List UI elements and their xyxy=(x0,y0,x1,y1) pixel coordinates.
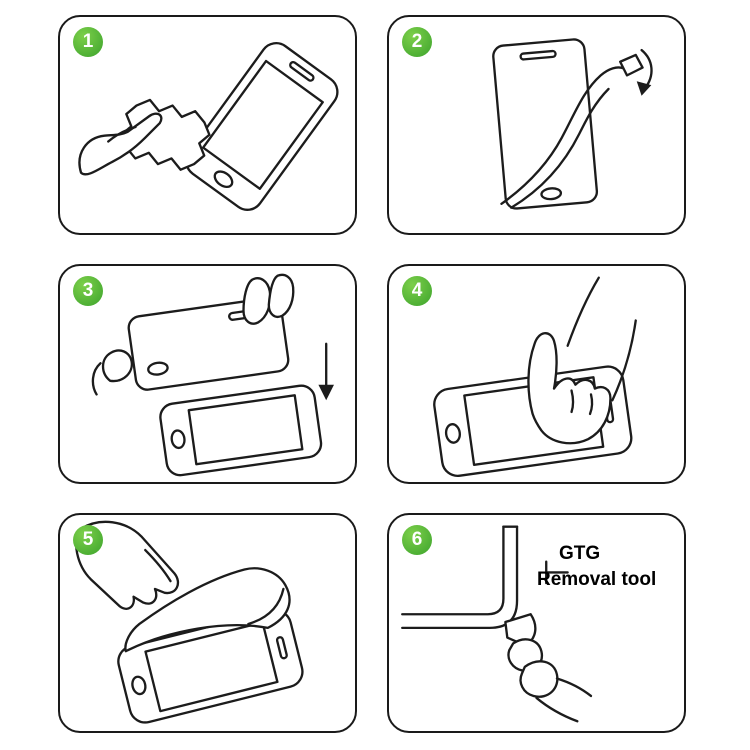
step-number-badge: 2 xyxy=(402,27,432,57)
step-number-badge: 5 xyxy=(73,525,103,555)
removal-tool-label-line1: GTG xyxy=(559,543,601,564)
step-number-badge: 3 xyxy=(73,276,103,306)
step-panel-4: 4 xyxy=(387,264,686,484)
press-screen-icon xyxy=(433,276,637,478)
step-panel-6: 6 GTG Removal tool xyxy=(387,513,686,733)
step-number-badge: 6 xyxy=(402,525,432,555)
step-panel-1: 1 xyxy=(58,15,357,235)
removal-tool-icon xyxy=(401,525,593,723)
peel-backing-film-icon xyxy=(492,38,653,210)
clean-screen-with-cloth-icon xyxy=(78,41,339,211)
align-protector-icon xyxy=(91,273,334,477)
smooth-film-icon xyxy=(75,520,304,724)
step-panel-3: 3 xyxy=(58,264,357,484)
removal-tool-label: GTG Removal tool xyxy=(537,541,656,592)
step-number-badge: 4 xyxy=(402,276,432,306)
removal-tool-label-line2: Removal tool xyxy=(537,568,657,590)
step-panel-2: 2 xyxy=(387,15,686,235)
step-number-badge: 1 xyxy=(73,27,103,57)
step-panel-5: 5 xyxy=(58,513,357,733)
